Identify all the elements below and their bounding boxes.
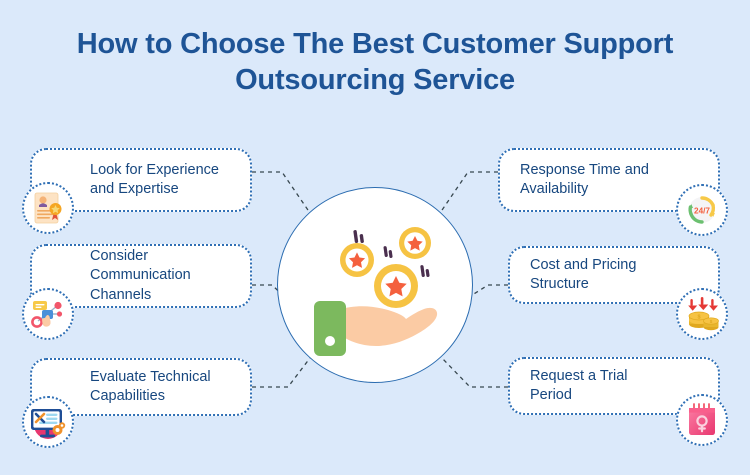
card-label: Consider Communication Channels — [90, 247, 191, 303]
sleeve-shape — [314, 301, 346, 356]
star-coin-top-right — [399, 227, 431, 259]
hand-shape — [338, 306, 438, 346]
24-7-availability-icon: 24/7 — [676, 184, 728, 236]
calendar-trial-icon — [676, 394, 728, 446]
star-coin-left — [340, 243, 374, 277]
card-label: Request a Trial Period — [530, 367, 628, 404]
communication-network-icon — [22, 288, 74, 340]
certificate-award-icon — [22, 182, 74, 234]
center-illustration-circle — [277, 187, 473, 383]
coin-stack-right: $ — [703, 317, 719, 331]
card-label: Evaluate Technical Capabilities — [90, 368, 211, 405]
card-label: Response Time and Availability — [520, 161, 649, 198]
hand-holding-star-coins-illustration — [314, 227, 438, 356]
page-title-line-1: How to Choose The Best Customer Support — [76, 28, 674, 60]
card-cost-and-pricing[interactable]: Cost and Pricing Structure — [508, 246, 720, 304]
svg-text:$: $ — [710, 319, 713, 324]
page-title: How to Choose The Best Customer Support … — [0, 26, 750, 98]
coins-down-arrows-icon: $ $ — [676, 288, 728, 340]
sleeve-button — [325, 336, 335, 346]
svg-text:$: $ — [697, 315, 700, 321]
card-label: Cost and Pricing Structure — [530, 256, 637, 293]
monitor-tools-icon — [22, 396, 74, 448]
card-request-trial[interactable]: Request a Trial Period — [508, 357, 720, 415]
page-title-line-2: Outsourcing Service — [235, 64, 515, 96]
star-coin-center — [374, 264, 418, 308]
card-label: Look for Experience and Expertise — [90, 161, 219, 198]
availability-label: 24/7 — [694, 207, 710, 216]
card-evaluate-technical[interactable]: Evaluate Technical Capabilities — [30, 358, 252, 416]
